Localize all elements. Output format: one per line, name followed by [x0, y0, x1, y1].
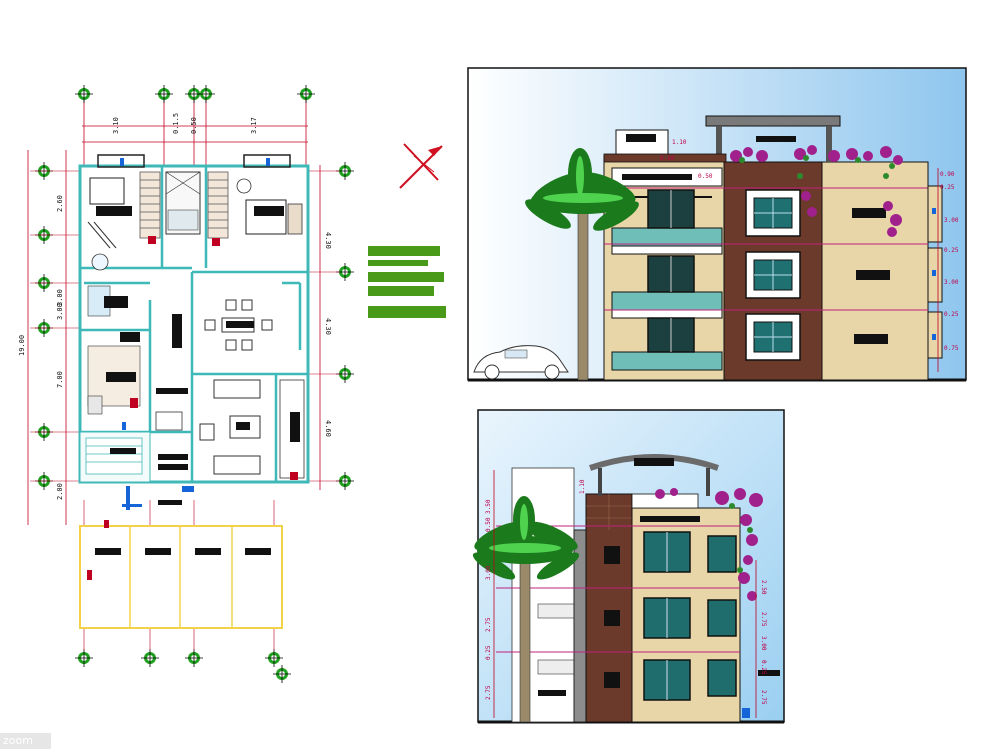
dim-top-1: 3.10 [112, 117, 120, 134]
dim-left-4: 7.00 [56, 371, 64, 388]
side-elevation: 3.50 0.50 3.00 2.75 0.25 2.75 1.10 2.50 … [472, 409, 785, 724]
dim-top-3: 0.50 [190, 117, 198, 134]
car-icon [473, 345, 569, 380]
side-level-left-3: 3.00 [485, 565, 492, 580]
dim-right-1: 4.30 [324, 232, 332, 249]
front-roof-tag-2: 0.50 [660, 155, 675, 162]
front-level-1: 0.90 [940, 171, 955, 178]
front-elevation: 0.90 0.25 3.00 0.25 3.00 0.25 0.75 1.10 … [467, 67, 967, 382]
side-level-right-3: 3.00 [760, 636, 767, 651]
dim-top-2: 0.1.5 [172, 113, 180, 134]
palm-tree-icon [525, 148, 639, 381]
front-level-4: 0.25 [944, 247, 959, 254]
floor-plan: 3.10 0.1.5 0.50 3.17 2.60 3.00 3.00 7.00… [18, 84, 355, 684]
front-roof-tag-1: 1.10 [672, 139, 687, 146]
side-roof-tag: 1.10 [579, 479, 586, 494]
front-level-2: 0.25 [940, 184, 955, 191]
dim-right-3: 4.60 [324, 420, 332, 437]
side-level-left-6: 2.75 [485, 685, 492, 700]
dim-right-2: 4.30 [324, 318, 332, 335]
side-level-right-1: 2.50 [760, 580, 767, 595]
side-level-right-5: 2.75 [760, 690, 767, 705]
front-level-6: 0.25 [944, 311, 959, 318]
side-level-left-4: 2.75 [485, 617, 492, 632]
dim-left-2: 3.00 [56, 289, 64, 306]
front-level-5: 3.00 [944, 279, 959, 286]
side-level-left-5: 0.25 [485, 645, 492, 660]
dim-left-total: 19.00 [18, 335, 26, 356]
front-roof-tag-3: 0.50 [698, 173, 713, 180]
side-level-left-2: 0.50 [485, 517, 492, 532]
bougainvillea-plant [730, 145, 903, 237]
front-level-7: 0.75 [944, 345, 959, 352]
dim-top-4: 3.17 [250, 117, 258, 134]
side-level-right-4: 0.25 [760, 660, 767, 675]
dim-left-3: 3.00 [56, 303, 64, 320]
dim-left-1: 2.60 [56, 195, 64, 212]
watermark-label: zoom [0, 733, 51, 749]
dim-left-5: 2.00 [56, 483, 64, 500]
side-level-left-1: 3.50 [485, 499, 492, 514]
front-level-3: 3.00 [944, 217, 959, 224]
side-level-right-2: 2.75 [760, 612, 767, 627]
legend-block [368, 246, 446, 318]
palm-tree-icon [472, 496, 580, 723]
north-arrow-icon [399, 143, 443, 189]
